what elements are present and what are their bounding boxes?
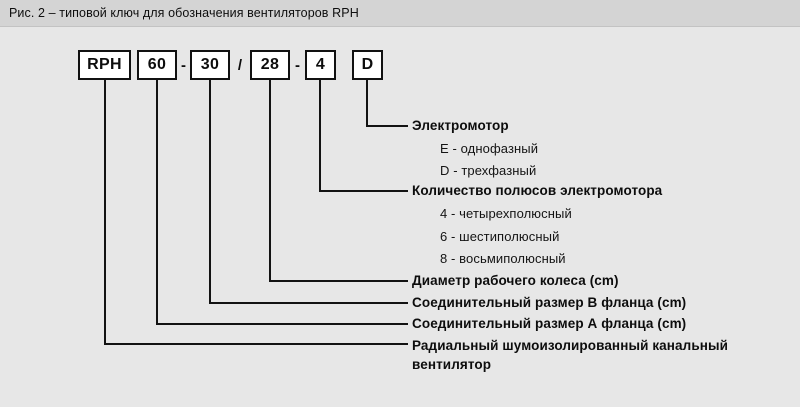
code-box-motor: D — [352, 50, 383, 80]
leader-vertical-impeller — [269, 80, 271, 282]
code-separator-slash: / — [237, 56, 243, 74]
leader-horizontal-flange-b — [209, 302, 408, 304]
leader-vertical-flange-b — [209, 80, 211, 304]
legend-heading-flange-a: Соединительный размер А фланца (cm) — [412, 316, 687, 331]
leader-vertical-poles — [319, 80, 321, 192]
leader-horizontal-impeller — [269, 280, 408, 282]
legend-heading-product: Радиальный шумоизолированный канальный в… — [412, 338, 729, 372]
legend-option-motor-single-phase: E - однофазный — [440, 141, 539, 156]
figure-title-bar: Рис. 2 – типовой ключ для обозначения ве… — [0, 0, 800, 27]
legend-option-poles-4: 4 - четырехполюсный — [440, 206, 572, 221]
code-box-flange-a: 60 — [137, 50, 177, 80]
leader-vertical-product — [104, 80, 106, 345]
code-box-rph: RPH — [78, 50, 131, 80]
figure-caption: Рис. 2 – типовой ключ для обозначения ве… — [9, 6, 359, 20]
code-separator-dash-1: - — [181, 56, 186, 74]
legend-heading-flange-b: Соединительный размер В фланца (cm) — [412, 295, 687, 310]
leader-vertical-motor — [366, 80, 368, 127]
legend-option-motor-three-phase: D - трехфазный — [440, 163, 537, 178]
legend-heading-impeller-diameter: Диаметр рабочего колеса (cm) — [412, 273, 619, 288]
leader-vertical-flange-a — [156, 80, 158, 325]
code-box-impeller: 28 — [250, 50, 290, 80]
legend-heading-poles: Количество полюсов электромотора — [412, 183, 663, 198]
legend-option-poles-6: 6 - шестиполюсный — [440, 229, 560, 244]
code-separator-dash-2: - — [295, 56, 300, 74]
code-box-poles: 4 — [305, 50, 336, 80]
code-box-flange-b: 30 — [190, 50, 230, 80]
legend-option-poles-8: 8 - восьмиполюсный — [440, 251, 566, 266]
legend-heading-motor: Электромотор — [412, 118, 509, 133]
leader-horizontal-flange-a — [156, 323, 408, 325]
leader-horizontal-product — [104, 343, 408, 345]
leader-horizontal-motor — [366, 125, 408, 127]
leader-horizontal-poles — [319, 190, 408, 192]
